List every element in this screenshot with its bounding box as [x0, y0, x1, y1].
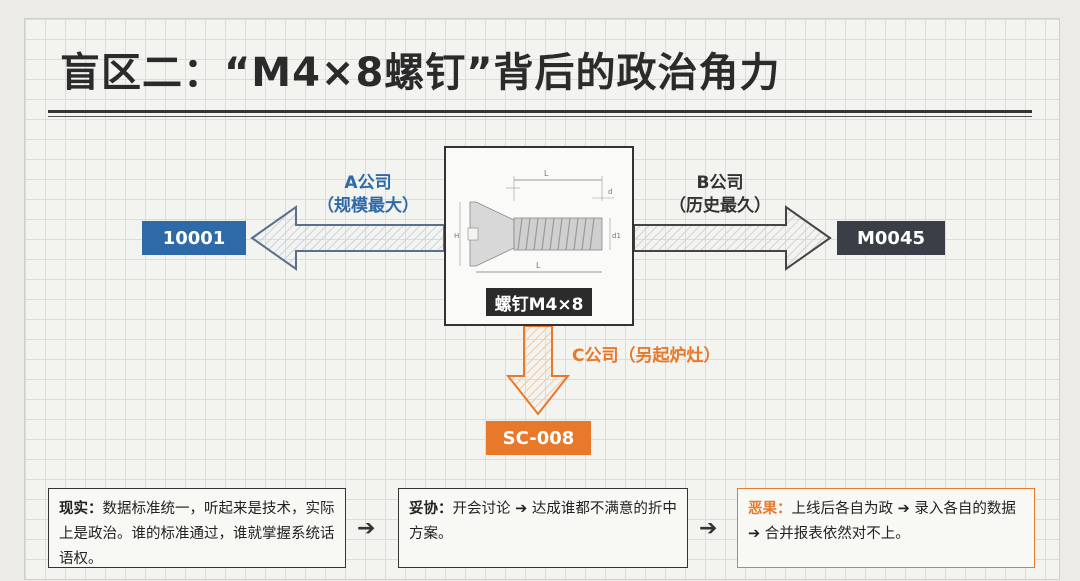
- arrow-to-c: [505, 325, 571, 416]
- company-a-name: A公司: [344, 173, 392, 193]
- flow-arrow-2: ➔: [699, 516, 718, 541]
- page-title: 盲区二：“M4×8螺钉”背后的政治角力: [60, 50, 781, 96]
- compromise-box: 妥协：开会讨论 ➔ 达成谁都不满意的折中方案。: [398, 488, 688, 568]
- reality-lead: 现实：: [59, 501, 103, 517]
- reality-box: 现实：数据标准统一，听起来是技术，实际上是政治。谁的标准通过，谁就掌握系统话语权…: [48, 488, 346, 568]
- reality-text: 数据标准统一，听起来是技术，实际上是政治。谁的标准通过，谁就掌握系统话语权。: [59, 501, 335, 567]
- arrow-to-a: [250, 205, 445, 271]
- title-rule-thin: [48, 116, 1032, 117]
- svg-text:d: d: [608, 188, 612, 196]
- consequence-lead: 恶果：: [748, 501, 792, 517]
- company-b-name: B公司: [696, 173, 744, 193]
- compromise-text: 开会讨论 ➔ 达成谁都不满意的折中方案。: [409, 501, 677, 542]
- svg-text:L: L: [544, 169, 549, 178]
- title-rule: [48, 110, 1032, 113]
- screw-card: L d H d1 L 螺钉M4×8: [444, 146, 634, 326]
- screw-label: 螺钉M4×8: [486, 288, 592, 316]
- company-b-note: （历史最久）: [669, 196, 771, 216]
- company-a-label: A公司 （规模最大）: [308, 172, 428, 218]
- company-a-note: （规模最大）: [317, 196, 419, 216]
- code-box-a: 10001: [142, 221, 246, 255]
- consequence-box: 恶果：上线后各自为政 ➔ 录入各自的数据 ➔ 合并报表依然对不上。: [737, 488, 1035, 568]
- svg-text:d1: d1: [612, 232, 621, 240]
- company-b-label: B公司 （历史最久）: [660, 172, 780, 218]
- arrow-to-b: [633, 205, 832, 271]
- svg-text:H: H: [454, 232, 459, 240]
- consequence-text: 上线后各自为政 ➔ 录入各自的数据 ➔ 合并报表依然对不上。: [748, 501, 1016, 542]
- company-c-label: C公司（另起炉灶）: [572, 346, 721, 366]
- flow-arrow-1: ➔: [357, 516, 376, 541]
- compromise-lead: 妥协：: [409, 501, 453, 517]
- screw-drawing-icon: L d H d1 L: [454, 169, 621, 273]
- svg-text:L: L: [536, 261, 541, 270]
- code-box-b: M0045: [837, 221, 945, 255]
- code-box-c: SC-008: [486, 421, 591, 455]
